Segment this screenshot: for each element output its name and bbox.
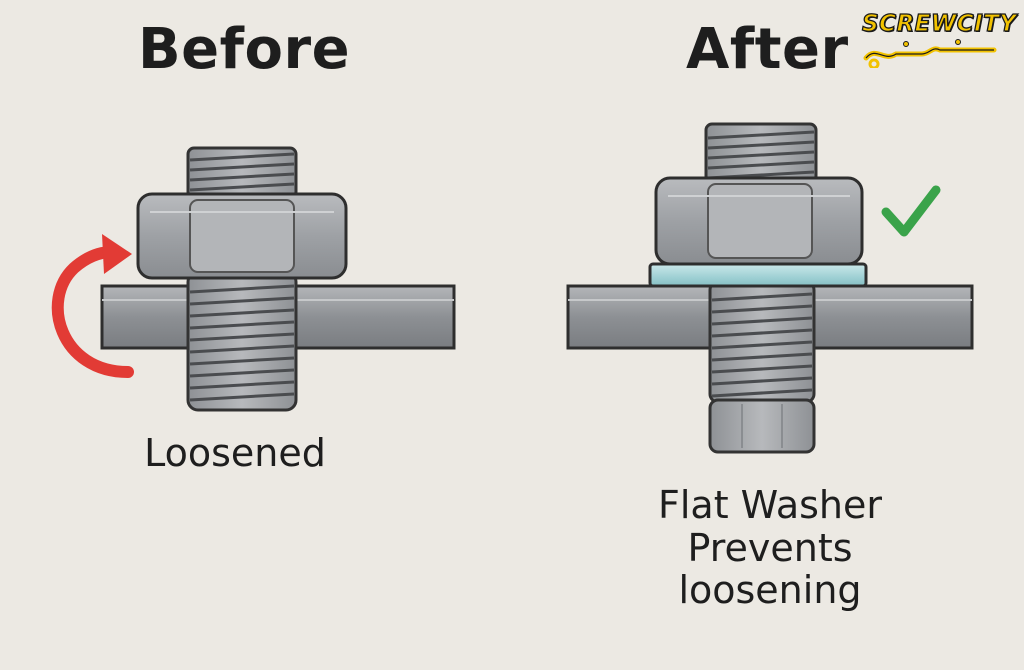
- after-nut: [654, 176, 864, 266]
- logo-wordmark: SCREWCITY: [861, 11, 1017, 37]
- before-bolt-shank: [186, 270, 298, 412]
- after-caption-line: Flat Washer: [658, 483, 882, 527]
- after-caption-line: Prevents: [687, 525, 853, 570]
- after-bolt-shank: [708, 280, 816, 454]
- after-heading: After: [686, 17, 849, 82]
- screwcity-logo: SCREWCITY: [861, 11, 1017, 70]
- after-caption-line: loosening: [678, 568, 862, 613]
- before-heading: Before: [138, 17, 351, 82]
- after-caption: Flat Washer Prevents loosening: [600, 484, 940, 612]
- red-curved-arrow-icon: [51, 234, 134, 378]
- flat-washer: [648, 262, 868, 288]
- before-bolt-top: [186, 146, 298, 200]
- before-assembly: [51, 146, 456, 412]
- logo-arabic-script: [863, 39, 997, 70]
- before-caption: Loosened: [144, 431, 326, 475]
- green-checkmark-icon: [881, 185, 941, 237]
- after-bolt-top: [704, 122, 818, 184]
- after-assembly: [566, 122, 974, 454]
- before-nut: [136, 192, 348, 280]
